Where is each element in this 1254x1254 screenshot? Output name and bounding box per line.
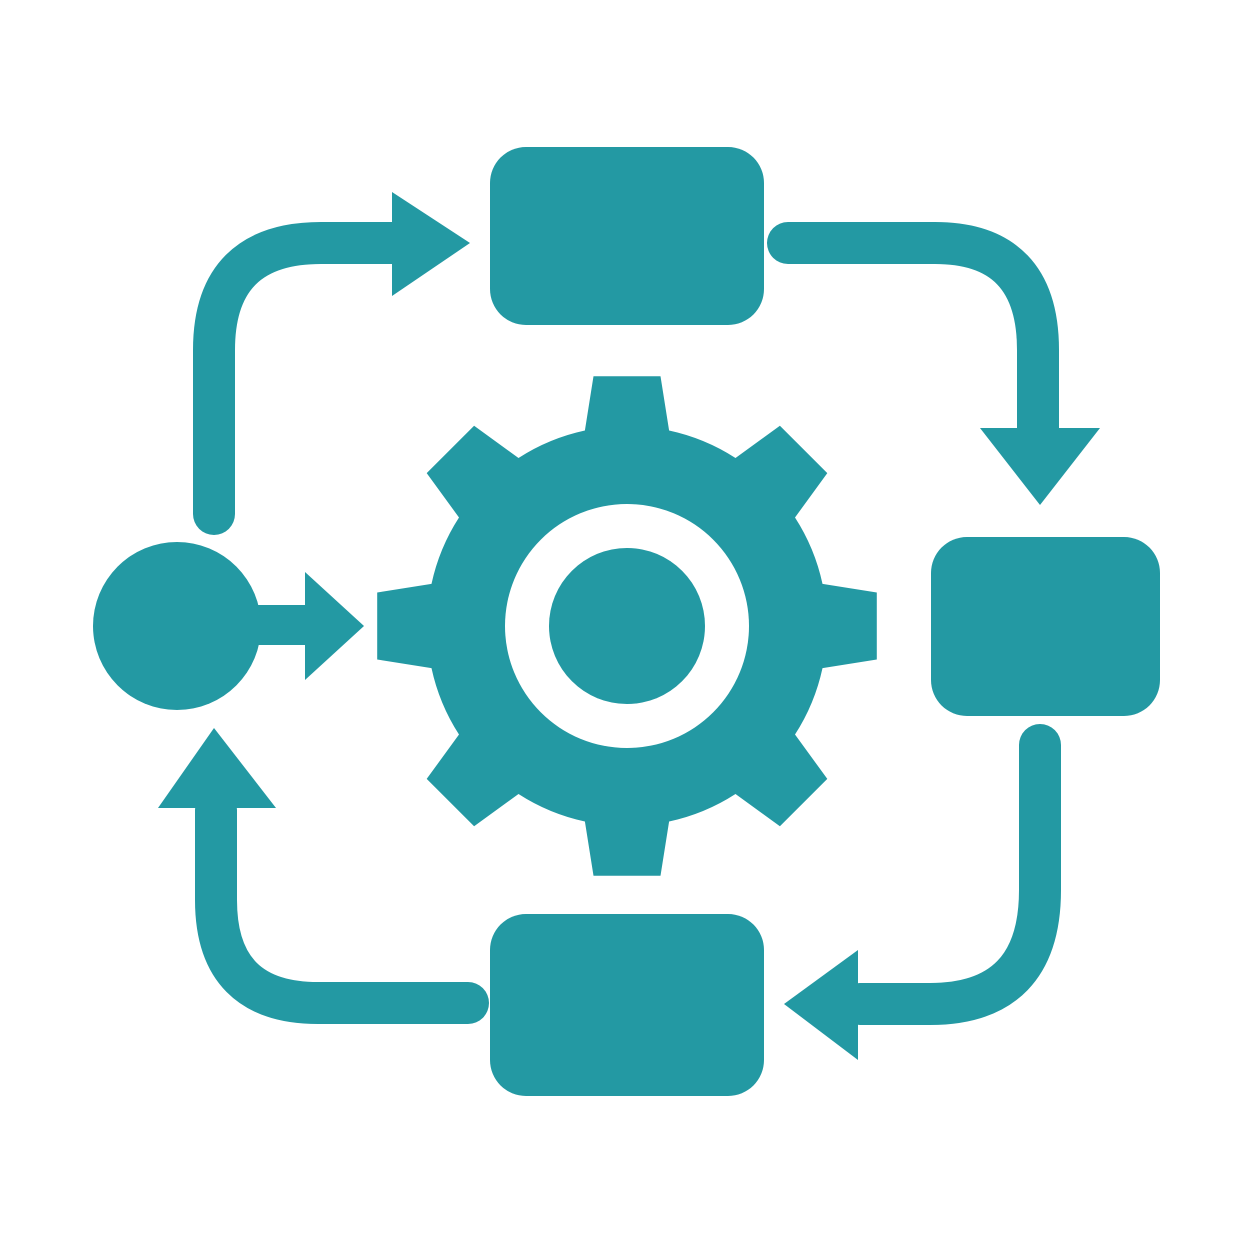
connector-right-to-bottom: [784, 724, 1061, 1060]
connector-line: [767, 222, 1059, 459]
connector-line: [195, 789, 489, 1024]
process-box-bottom: [490, 914, 764, 1096]
connector-line: [193, 222, 413, 535]
start-circle: [93, 542, 261, 710]
arrow-right-icon: [305, 572, 364, 680]
start-node: [93, 542, 364, 710]
arrow-down-icon: [980, 428, 1100, 505]
process-box-top: [490, 147, 764, 325]
start-arrow-shaft: [250, 605, 306, 645]
connector-bottom-to-start: [158, 728, 489, 1024]
arrow-right-icon: [392, 192, 470, 296]
arrow-left-icon: [784, 950, 858, 1060]
connector-start-to-top: [193, 192, 470, 535]
gear-hub: [549, 548, 705, 704]
connector-line: [839, 724, 1061, 1025]
arrow-up-icon: [158, 728, 276, 808]
gear-icon: [377, 376, 877, 876]
process-box-right: [931, 537, 1160, 716]
connector-top-to-right: [767, 222, 1100, 505]
